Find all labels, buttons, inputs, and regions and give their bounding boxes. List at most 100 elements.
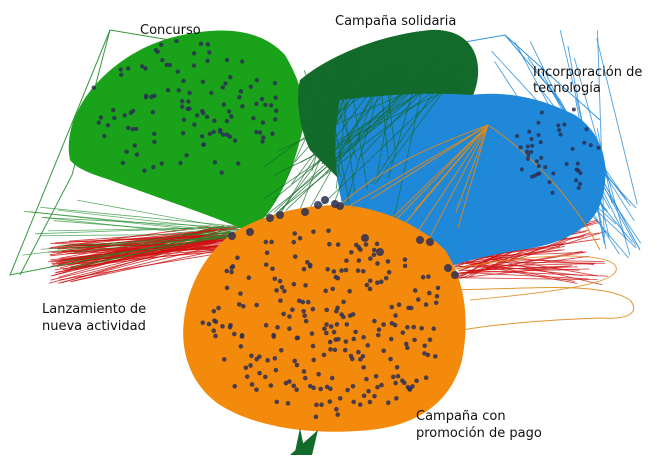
edge bbox=[263, 77, 442, 200]
node bbox=[105, 123, 111, 128]
node bbox=[329, 375, 335, 381]
node bbox=[290, 307, 295, 313]
node bbox=[310, 343, 316, 349]
node bbox=[558, 132, 563, 137]
node bbox=[550, 190, 555, 195]
node bbox=[314, 402, 319, 408]
edge bbox=[65, 242, 249, 247]
node bbox=[228, 232, 236, 240]
node bbox=[335, 242, 341, 247]
node bbox=[557, 128, 562, 133]
cluster-spike bbox=[290, 428, 318, 455]
edge bbox=[58, 231, 220, 265]
node bbox=[152, 131, 157, 136]
node bbox=[98, 115, 104, 120]
node bbox=[181, 78, 186, 84]
node bbox=[328, 324, 334, 329]
node bbox=[539, 110, 544, 115]
edge bbox=[457, 277, 598, 281]
node bbox=[192, 122, 197, 127]
node-layer bbox=[91, 38, 601, 420]
node bbox=[403, 341, 409, 347]
node bbox=[142, 168, 147, 173]
node bbox=[178, 160, 183, 166]
node bbox=[334, 406, 339, 412]
node bbox=[187, 90, 192, 96]
node bbox=[254, 387, 259, 392]
node bbox=[180, 99, 185, 104]
node bbox=[235, 161, 241, 166]
edge bbox=[332, 79, 382, 166]
node bbox=[283, 380, 289, 386]
node bbox=[368, 256, 373, 261]
node bbox=[349, 249, 354, 255]
node bbox=[211, 129, 216, 135]
node bbox=[265, 358, 270, 363]
node bbox=[191, 51, 197, 56]
node bbox=[333, 337, 339, 342]
node bbox=[303, 283, 308, 288]
node bbox=[375, 384, 380, 390]
label-lanzamiento-line1: Lanzamiento de bbox=[42, 302, 146, 317]
node bbox=[420, 274, 426, 280]
node bbox=[240, 104, 245, 109]
node bbox=[263, 262, 269, 267]
node bbox=[337, 396, 343, 401]
edges-foreground bbox=[263, 60, 601, 261]
node bbox=[419, 325, 424, 331]
edge bbox=[109, 29, 171, 41]
node bbox=[111, 107, 116, 113]
node bbox=[285, 401, 291, 406]
node bbox=[254, 302, 259, 308]
node bbox=[316, 371, 321, 377]
node bbox=[292, 254, 298, 259]
node bbox=[444, 264, 452, 272]
node bbox=[543, 165, 548, 170]
node bbox=[527, 129, 532, 134]
edge bbox=[350, 122, 486, 213]
node bbox=[292, 358, 298, 364]
node bbox=[331, 329, 337, 335]
edge bbox=[597, 30, 605, 239]
node bbox=[427, 290, 432, 296]
node bbox=[124, 149, 129, 154]
node bbox=[305, 299, 311, 305]
node bbox=[526, 156, 531, 161]
node bbox=[279, 285, 285, 290]
node bbox=[313, 414, 319, 420]
edge bbox=[322, 67, 358, 160]
node bbox=[318, 386, 323, 392]
node bbox=[201, 142, 207, 147]
node bbox=[364, 282, 370, 288]
node bbox=[206, 321, 212, 327]
node bbox=[576, 185, 581, 190]
node bbox=[578, 171, 583, 176]
node bbox=[309, 331, 315, 336]
node bbox=[232, 383, 238, 389]
edge bbox=[57, 233, 217, 253]
node bbox=[330, 286, 336, 292]
edge bbox=[28, 211, 239, 233]
edge bbox=[455, 124, 489, 213]
node bbox=[143, 95, 149, 100]
label-incorporacion-tecnologia-line2: tecnología bbox=[533, 81, 601, 96]
node bbox=[307, 383, 313, 389]
node bbox=[311, 229, 316, 235]
edge bbox=[344, 124, 487, 167]
node bbox=[165, 87, 171, 93]
node bbox=[295, 335, 301, 341]
node bbox=[126, 125, 131, 131]
node bbox=[257, 370, 262, 376]
node bbox=[393, 313, 398, 318]
node bbox=[303, 318, 309, 324]
node bbox=[270, 131, 275, 136]
node bbox=[153, 47, 159, 53]
node bbox=[562, 122, 567, 127]
node bbox=[236, 302, 242, 307]
edge bbox=[24, 210, 233, 235]
edge bbox=[458, 269, 609, 277]
node bbox=[301, 308, 306, 314]
node bbox=[344, 322, 350, 327]
node bbox=[547, 180, 552, 185]
node bbox=[416, 297, 421, 302]
